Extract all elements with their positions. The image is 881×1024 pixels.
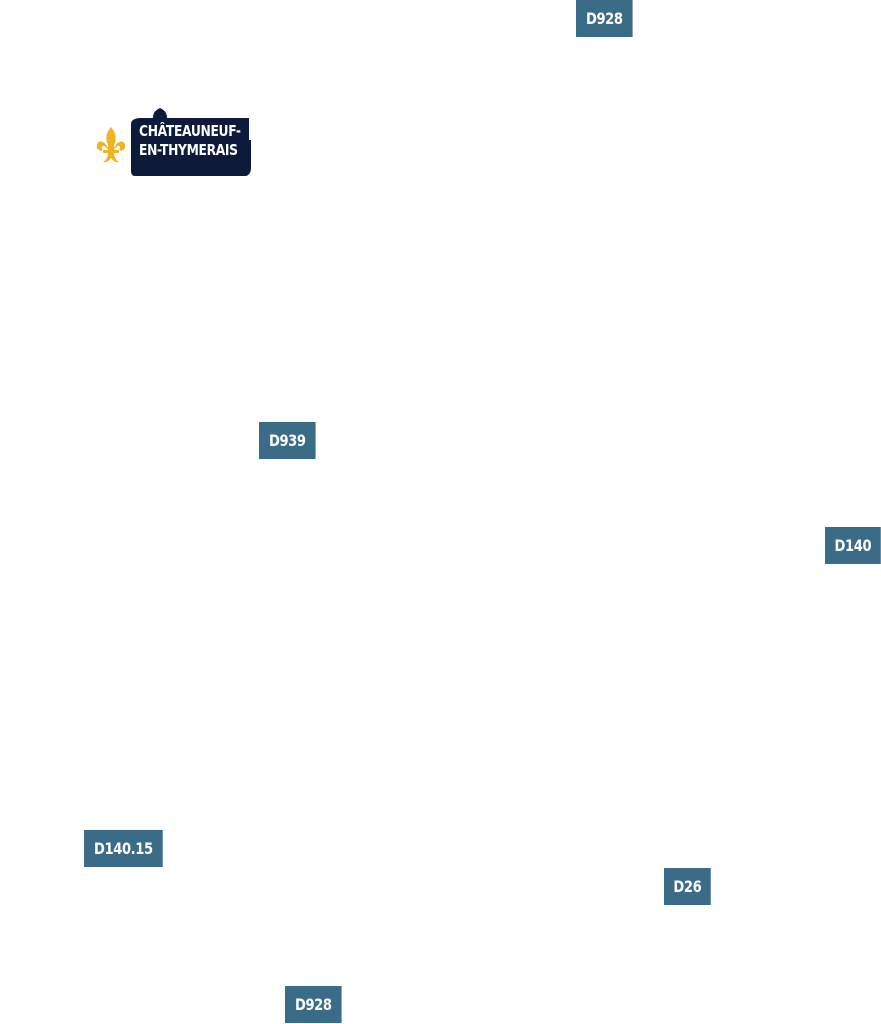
town-name-line-2: EN-THYMERAIS — [139, 141, 238, 159]
town-name: CHÂTEAUNEUF- EN-THYMERAIS — [139, 122, 241, 160]
road-label-d140: D140 — [825, 527, 881, 564]
town-name-badge: CHÂTEAUNEUF- EN-THYMERAIS — [131, 104, 251, 176]
road-label-d140-15: D140.15 — [84, 830, 163, 867]
fleur-de-lis-icon — [95, 126, 127, 166]
road-label-d928-north: D928 — [576, 0, 633, 37]
road-label-d26: D26 — [664, 868, 711, 905]
road-label-d928-south: D928 — [285, 986, 342, 1023]
town-marker[interactable]: CHÂTEAUNEUF- EN-THYMERAIS — [95, 104, 255, 178]
town-name-line-1: CHÂTEAUNEUF- — [139, 122, 241, 140]
road-label-d939: D939 — [259, 422, 316, 459]
